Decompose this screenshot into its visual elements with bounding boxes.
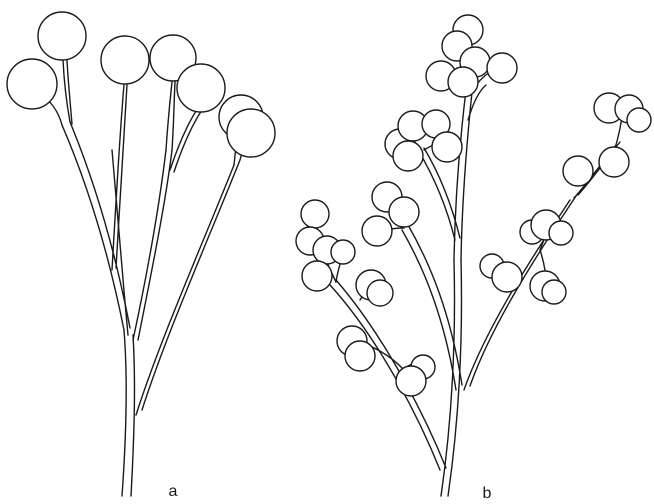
panel-a-stems <box>38 60 252 496</box>
berry <box>599 147 629 177</box>
berry <box>301 200 329 228</box>
berry <box>448 67 478 97</box>
panel-a-label: a <box>169 483 178 500</box>
berry <box>627 108 651 132</box>
berry <box>101 36 149 84</box>
panel-a: a <box>7 12 275 500</box>
berry <box>487 53 517 83</box>
berry <box>542 280 566 304</box>
panel-a-berries <box>7 12 275 157</box>
berry <box>367 280 393 306</box>
panel-b-stems <box>316 45 622 496</box>
berry <box>362 216 392 246</box>
panel-b-berries <box>296 15 651 396</box>
panel-b-label: b <box>483 485 492 502</box>
berry <box>331 240 355 264</box>
berry <box>389 197 419 227</box>
berry <box>38 12 86 60</box>
berry <box>227 109 275 157</box>
berry <box>345 341 375 371</box>
berry <box>563 156 593 186</box>
berry <box>432 132 462 162</box>
berry <box>396 366 426 396</box>
berry <box>302 261 332 291</box>
berry <box>177 64 225 112</box>
berry <box>393 141 423 171</box>
berry <box>492 262 522 292</box>
berry <box>7 59 57 109</box>
berry <box>549 221 573 245</box>
panel-b: b <box>296 15 651 502</box>
